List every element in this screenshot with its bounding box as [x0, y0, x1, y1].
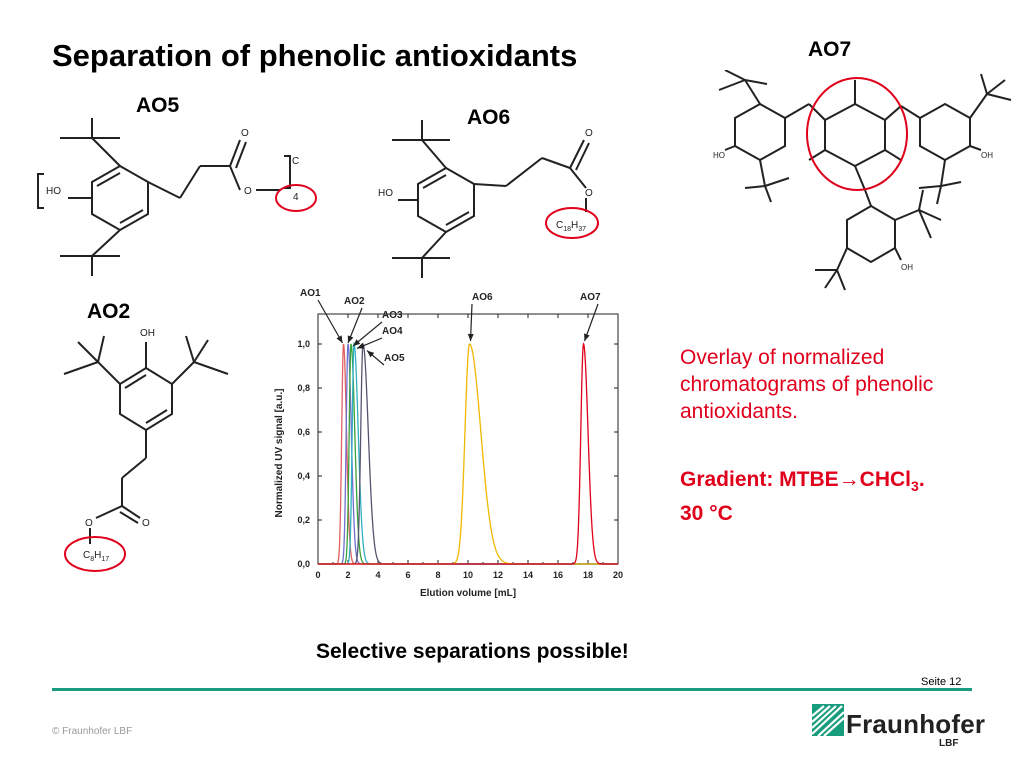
y-tick-label: 0,4 — [297, 471, 310, 481]
ao6-o-carbonyl: O — [585, 128, 593, 139]
page-number: Seite 12 — [921, 676, 962, 688]
ao5-structure: HO O O C 4 — [37, 118, 317, 276]
series-line-ao2 — [318, 343, 618, 565]
annotation-ao7: AO7 — [580, 292, 601, 303]
fraunhofer-logo-icon — [812, 704, 844, 736]
ao2-chain: C8H17 — [83, 550, 109, 563]
ao2-highlight-circle — [64, 536, 126, 572]
x-tick-label: 20 — [613, 570, 623, 580]
annotation-arrowhead-ao1 — [336, 335, 343, 343]
ao2-structure: OH O O C8H17 — [63, 328, 229, 572]
ao5-o-ester: O — [244, 186, 252, 197]
ao6-chain-c: C — [556, 220, 563, 231]
ao5-n: 4 — [293, 192, 299, 203]
copyright-notice: © Fraunhofer LBF — [52, 726, 133, 737]
annotation-ao6: AO6 — [472, 292, 493, 303]
chart-y-axis-label: Normalized UV signal [a.u.] — [274, 389, 285, 518]
ao6-highlight-circle — [545, 207, 599, 239]
ao5-label: AO5 — [136, 94, 180, 117]
overlay-description: Overlay of normalized chromatograms of p… — [680, 346, 934, 423]
annotation-ao2: AO2 — [344, 296, 365, 307]
ao6-chain-c-sub: 18 — [563, 226, 571, 233]
x-tick-label: 12 — [493, 570, 503, 580]
ao2-oh: OH — [140, 328, 155, 339]
ao2-o-ester: O — [85, 518, 93, 529]
annotation-ao4: AO4 — [382, 326, 403, 337]
annotation-arrowhead-ao2 — [347, 335, 354, 343]
ao5-ho: HO — [46, 186, 61, 197]
x-tick-label: 8 — [435, 570, 440, 580]
y-tick-label: 0,0 — [297, 559, 310, 569]
annotation-arrowhead-ao7 — [584, 333, 590, 341]
slide-title: Separation of phenolic antioxidants — [52, 38, 578, 73]
chart-x-axis-label: Elution volume [mL] — [420, 588, 516, 599]
ao6-chain: C18H37 — [556, 220, 586, 233]
x-tick-label: 0 — [315, 570, 320, 580]
ao6-chain-h-sub: 37 — [578, 226, 586, 233]
temperature: 30 °C — [680, 502, 733, 526]
ao6-label: AO6 — [467, 106, 511, 129]
gradient-suffix: . — [918, 468, 925, 491]
ao6-chain-h: H — [571, 220, 578, 231]
x-tick-label: 18 — [583, 570, 593, 580]
series-line-ao4 — [318, 341, 618, 565]
ao2-chain-h: H — [94, 550, 101, 561]
series-line-ao3 — [318, 343, 618, 565]
ao7-structure: HO OH OH — [713, 70, 1012, 291]
series-line-ao7 — [318, 342, 618, 565]
y-tick-label: 0,8 — [297, 383, 310, 393]
annotation-arrow-ao1 — [317, 299, 344, 344]
ao7-highlight-circle — [806, 77, 908, 191]
series-line-ao1 — [318, 343, 618, 565]
gradient-solvent: CHCl — [859, 468, 912, 491]
series-line-ao6 — [318, 343, 618, 565]
ao2-o-carbonyl: O — [142, 518, 150, 529]
ao2-chain-h-sub: 17 — [101, 556, 109, 563]
ao2-chain-c-sub: 8 — [90, 556, 94, 563]
footer-divider — [52, 688, 972, 691]
annotation-arrowhead-ao3 — [353, 339, 361, 346]
ao7-oh-right: OH — [981, 151, 993, 160]
annotation-arrowhead-ao6 — [467, 333, 474, 341]
conclusion-text: Selective separations possible! — [316, 640, 629, 663]
ao6-o-ester: O — [585, 188, 593, 199]
fraunhofer-logo-sub: LBF — [939, 738, 959, 749]
ao7-oh-left: HO — [713, 151, 725, 160]
ao5-highlight-circle — [275, 184, 317, 212]
y-tick-label: 1,0 — [297, 339, 310, 349]
x-tick-label: 4 — [375, 570, 380, 580]
x-tick-label: 10 — [463, 570, 473, 580]
ao5-c: C — [292, 156, 299, 167]
annotation-ao3: AO3 — [382, 310, 403, 321]
ao6-ho: HO — [378, 188, 393, 199]
ao2-chain-c: C — [83, 550, 90, 561]
ao6-structure: HO O O C18H37 — [378, 120, 599, 278]
x-tick-label: 2 — [345, 570, 350, 580]
y-tick-label: 0,2 — [297, 515, 310, 525]
ao7-oh-bottom: OH — [901, 263, 913, 272]
series-line-ao5 — [318, 342, 618, 565]
gradient-arrow: → — [838, 468, 860, 491]
gradient-prefix: Gradient: MTBE — [680, 468, 839, 491]
annotation-arrowhead-ao4 — [357, 342, 365, 349]
fraunhofer-logo-text: Fraunhofer — [846, 709, 986, 739]
x-tick-label: 6 — [405, 570, 410, 580]
annotation-ao1: AO1 — [300, 288, 321, 299]
ao7-label: AO7 — [808, 38, 852, 61]
annotation-ao5: AO5 — [384, 353, 405, 364]
ao5-o-carbonyl: O — [241, 128, 249, 139]
x-tick-label: 16 — [553, 570, 563, 580]
y-tick-label: 0,6 — [297, 427, 310, 437]
gradient-subscript: 3 — [911, 478, 919, 495]
gradient-info: Gradient: MTBE→CHCl3. 30 °C — [680, 466, 1010, 527]
x-tick-label: 14 — [523, 570, 533, 580]
ao2-label: AO2 — [87, 300, 131, 323]
annotation-arrowhead-ao5 — [367, 350, 375, 358]
